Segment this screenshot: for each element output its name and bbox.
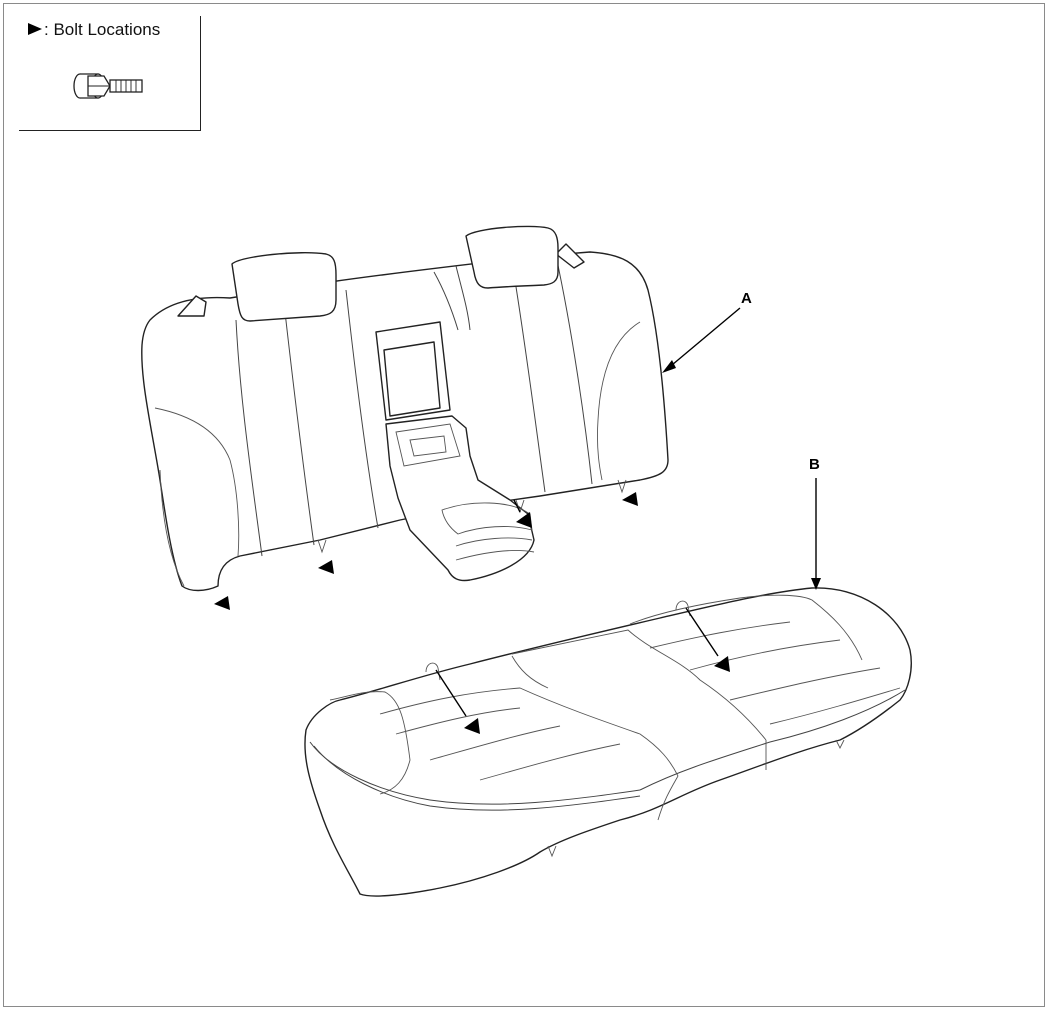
bolt-leader-line	[435, 669, 467, 717]
bolt-icon	[73, 73, 143, 99]
bolt-leader-line	[513, 499, 521, 513]
bolt-marker	[622, 492, 638, 506]
bolt-marker	[464, 718, 480, 734]
legend-box	[19, 16, 201, 131]
callout-a-label: A	[741, 290, 752, 307]
rear-seat-cushion	[304, 587, 912, 897]
callout-b-label: B	[809, 456, 820, 473]
bolt-location-arrow-icon	[28, 23, 42, 35]
legend-label: : Bolt Locations	[44, 20, 161, 39]
callout-a: A	[662, 290, 752, 373]
bolt-marker	[318, 560, 334, 574]
bolt-marker	[516, 512, 532, 528]
bolt-leader-line	[685, 607, 719, 657]
callout-b: B	[809, 456, 821, 590]
bolt-marker	[214, 596, 230, 610]
bolt-markers	[214, 492, 730, 734]
rear-seat-back	[141, 225, 669, 592]
bolt-marker	[714, 656, 730, 672]
